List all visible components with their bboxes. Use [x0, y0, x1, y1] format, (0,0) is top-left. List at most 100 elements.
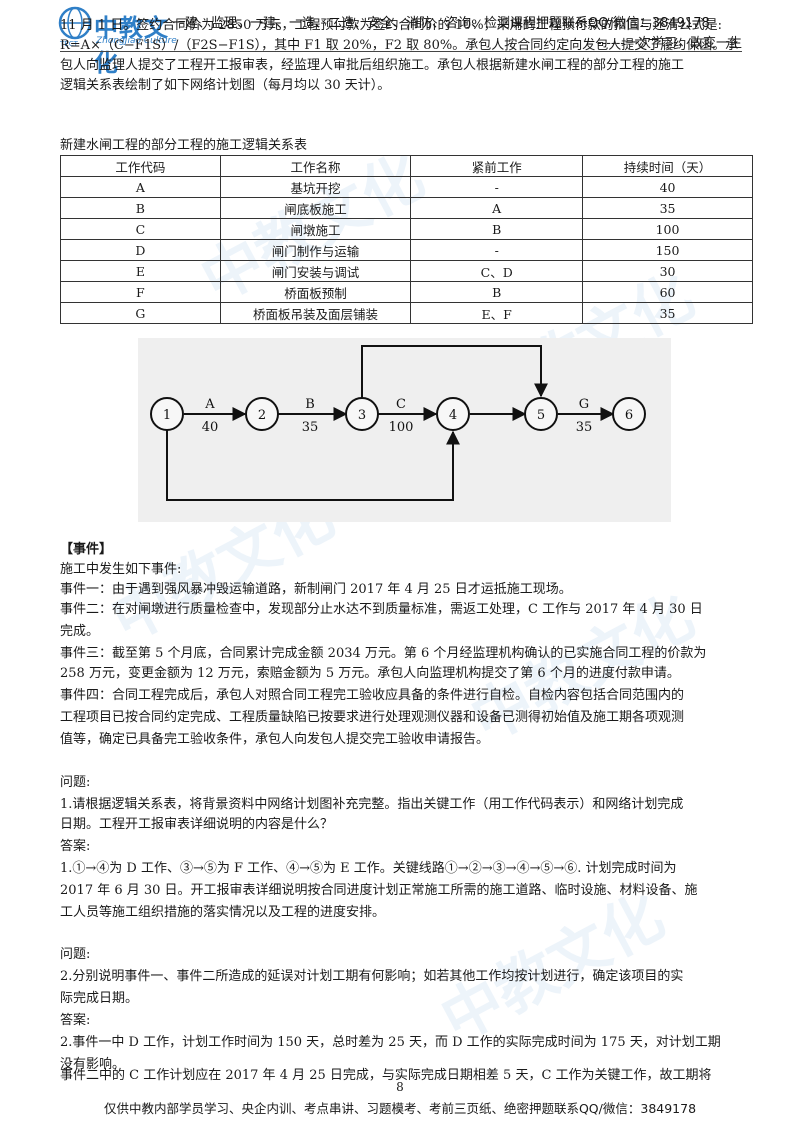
table-cell: 桥面板吊装及面层铺装: [219, 302, 412, 324]
node-label: 5: [537, 408, 545, 423]
page-header: 中教文化 ZhongJiao Culture TECT 一建、监理、一建、一造、…: [0, 0, 800, 77]
table-cell: 35: [582, 302, 753, 324]
table-cell: 150: [582, 239, 753, 261]
network-svg: A 40 B 35 C 100 G 35 1 2 3 4 5 6: [150, 345, 646, 501]
answer-line: 1.①→④为 D 工作、③→⑤为 F 工作、④→⑤为 E 工作。关键线路①→②→…: [60, 861, 677, 876]
question-label: 问题:: [60, 775, 91, 790]
page-footer: 仅供中教内部学员学习、央企内训、考点串讲、习题模考、考前三页纸、绝密押题联系QQ…: [103, 1101, 697, 1116]
arrow-duration-c: 100: [389, 420, 414, 435]
events-heading: 【事件】: [60, 542, 113, 557]
table-cell: A: [60, 176, 221, 198]
table-cell: 60: [582, 281, 753, 303]
intro-line: 逻辑关系表绘制了如下网络计划图（每月均以 30 天计）。: [60, 78, 391, 93]
node-2: [245, 397, 279, 431]
header-slogan: ------一次学习，改变一生: [596, 36, 742, 51]
table-cell: 100: [582, 218, 753, 240]
page-number: 8: [396, 1080, 404, 1094]
table-cell: C: [60, 218, 221, 240]
logo: 中教文化 ZhongJiao Culture TECT: [58, 6, 178, 77]
event-line: 258 万元，变更金额为 12 万元，索赔金额为 5 万元。承包人向监理机构提交…: [60, 666, 680, 681]
question-label: 问题:: [60, 947, 91, 962]
node-3: [345, 397, 379, 431]
answer-line: 事件二中的 C 工作计划应在 2017 年 4 月 25 日完成，与实际完成日期…: [60, 1068, 712, 1083]
answer-line: 2017 年 6 月 30 日。开工报审表详细说明按合同进度计划正常施工所需的施…: [60, 883, 698, 898]
table-cell: A: [410, 197, 584, 219]
table-row: B 闸底板施工 A 35: [60, 197, 753, 219]
network-diagram: A 40 B 35 C 100 G 35 1 2 3 4 5 6: [138, 338, 671, 522]
header-title: 一建、监理、一建、一造、二造、安全、消防、咨询、检测课程押题联系QQ/微信：38…: [172, 16, 710, 31]
question-line: 1.请根据逻辑关系表，将背景资料中网络计划图补充完整。指出关键工作（用工作代码表…: [60, 797, 684, 812]
table-header-cell: 工作名称: [219, 155, 412, 177]
node-label: 6: [625, 408, 633, 423]
table-cell: 30: [582, 260, 753, 282]
event-line: 值等，确定已具备完工验收条件，承包人向发包人提交完工验收申请报告。: [60, 732, 490, 747]
intro-line: 11 月 1 日。签约合同价为 2850 万元，工程预付款为签约合同价的 10%…: [60, 18, 722, 33]
table-cell: D: [60, 239, 221, 261]
arrow-label-b: B: [305, 397, 315, 412]
arrow-3-5-top: [361, 345, 548, 398]
answer-label: 答案:: [60, 1013, 91, 1028]
table-cell: 35: [582, 197, 753, 219]
arrow-label-c: C: [396, 397, 406, 412]
table-header-cell: 持续时间（天）: [582, 155, 753, 177]
table-caption: 新建水闸工程的部分工程的施工逻辑关系表: [60, 138, 308, 153]
table-cell: 40: [582, 176, 753, 198]
question-line: 日期。工程开工报审表详细说明的内容是什么？: [60, 817, 334, 832]
table-cell: -: [410, 176, 584, 198]
globe-icon: [58, 6, 92, 40]
table-cell: 桥面板预制: [219, 281, 412, 303]
intro-line: 包人向监理人提交了工程开工报审表，经监理人审批后组织施工。承包人根据新建水闸工程…: [60, 58, 685, 73]
node-label: 4: [449, 408, 457, 423]
logo-text: 中教文化: [94, 14, 169, 77]
arrow-label-g: G: [579, 397, 589, 412]
node-5: [524, 397, 558, 431]
event-line: 事件二：在对闸墩进行质量检查中，发现部分止水达不到质量标准，需返工处理，C 工作…: [60, 602, 703, 617]
node-1: [150, 397, 184, 431]
table-cell: 闸门安装与调试: [219, 260, 412, 282]
table-cell: G: [60, 302, 221, 324]
table-cell: 基坑开挖: [219, 176, 412, 198]
event-line: 事件四：合同工程完成后，承包人对照合同工程完工验收应具备的条件进行自检。自检内容…: [60, 688, 685, 703]
event-line: 完成。: [60, 624, 100, 639]
node-4: [436, 397, 470, 431]
intro-line: R=A×（C−F1S）/（F2S−F1S），其中 F1 取 20%，F2 取 8…: [60, 38, 739, 53]
logo-tect: TECT: [60, 40, 78, 48]
node-label: 2: [258, 408, 266, 423]
answer-line: 工人员等施工组织措施的落实情况以及工程的进度安排。: [60, 905, 386, 920]
events-intro: 施工中发生如下事件:: [60, 562, 182, 577]
logic-table: 工作代码 工作名称 紧前工作 持续时间（天） A 基坑开挖 - 40 B 闸底板…: [60, 155, 753, 324]
table-row: G 桥面板吊装及面层铺装 E、F 35: [60, 302, 753, 324]
question-line: 际完成日期。: [60, 991, 139, 1006]
arrow-duration-b: 35: [302, 420, 319, 435]
logo-subtitle: ZhongJiao Culture: [96, 36, 177, 46]
table-cell: B: [60, 197, 221, 219]
table-row: C 闸墩施工 B 100: [60, 218, 753, 240]
arrow-duration-g: 35: [576, 420, 593, 435]
table-row: A 基坑开挖 - 40: [60, 176, 753, 198]
table-header-row: 工作代码 工作名称 紧前工作 持续时间（天）: [60, 155, 753, 177]
table-cell: E: [60, 260, 221, 282]
table-cell: 闸墩施工: [219, 218, 412, 240]
answer-line: 2.事件一中 D 工作，计划工作时间为 150 天，总时差为 25 天，而 D …: [60, 1035, 721, 1050]
event-line: 事件三：截至第 5 个月底，合同累计完成金额 2034 万元。第 6 个月经监理…: [60, 646, 707, 661]
table-cell: 闸底板施工: [219, 197, 412, 219]
table-cell: E、F: [410, 302, 584, 324]
node-label: 3: [358, 408, 366, 423]
answer-label: 答案:: [60, 839, 91, 854]
table-row: E 闸门安装与调试 C、D 30: [60, 260, 753, 282]
table-cell: B: [410, 281, 584, 303]
table-row: D 闸门制作与运输 - 150: [60, 239, 753, 261]
table-header-cell: 紧前工作: [410, 155, 584, 177]
answer-line: 没有影响。: [60, 1057, 126, 1072]
arrow-1-4-bottom: [166, 430, 460, 501]
table-cell: 闸门制作与运输: [219, 239, 412, 261]
header-divider: [60, 51, 742, 52]
arrow-label-a: A: [204, 397, 215, 412]
table-cell: -: [410, 239, 584, 261]
table-header-cell: 工作代码: [60, 155, 221, 177]
arrow-duration-a: 40: [202, 420, 219, 435]
node-6: [612, 397, 646, 431]
table-cell: C、D: [410, 260, 584, 282]
table-row: F 桥面板预制 B 60: [60, 281, 753, 303]
table-cell: B: [410, 218, 584, 240]
